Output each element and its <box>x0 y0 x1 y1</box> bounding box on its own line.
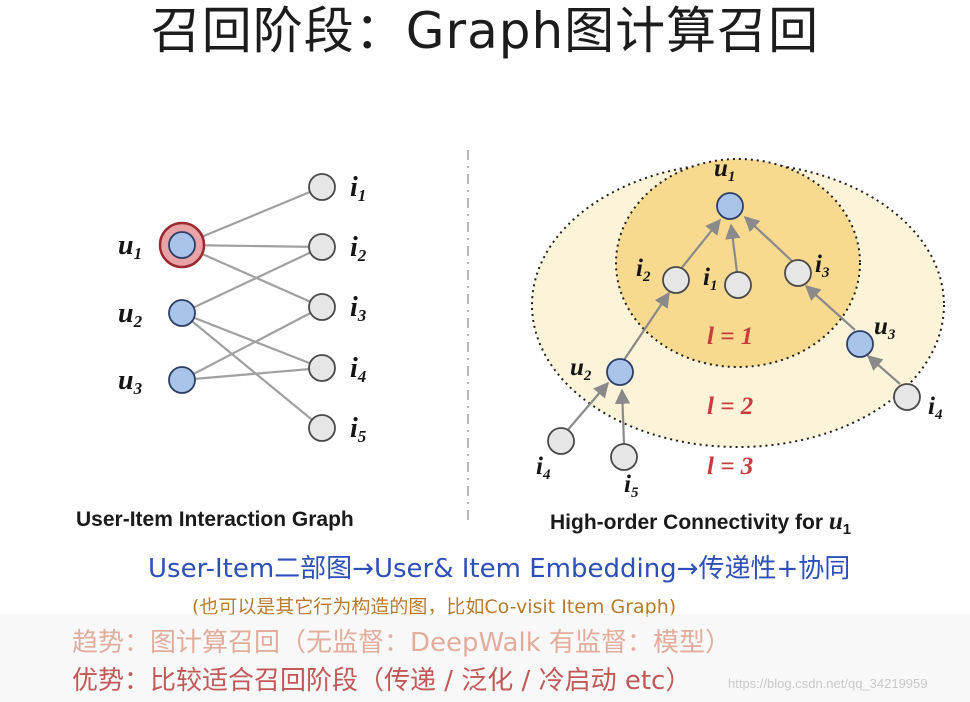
inner-region-l1 <box>615 158 861 368</box>
item-label-i5: i5 <box>350 413 367 446</box>
node-label-u2: u2 <box>570 354 592 384</box>
node-i4b <box>893 383 921 411</box>
trend-line: 趋势：图计算召回（无监督：DeepWalk 有监督：模型） <box>72 628 732 658</box>
high-order-graph: u1 i2 i1 i3 u2 u3 i4 i5 i4 l = 1 l = 2 l… <box>531 155 945 501</box>
node-label-i3: i3 <box>815 251 830 281</box>
user-node-u3 <box>168 366 196 394</box>
bipartite-graph: u1 u2 u3 i1 i2 i3 i4 i5 <box>118 172 367 446</box>
user-label-u3: u3 <box>118 365 143 398</box>
node-label-i5: i5 <box>624 471 639 501</box>
node-label-u1: u1 <box>714 155 735 185</box>
right-caption-text: High-order Connectivity for <box>550 511 829 534</box>
arrow-i1-u1 <box>725 223 741 273</box>
node-i2 <box>662 266 690 294</box>
arrow-u3-i3 <box>804 284 856 331</box>
item-label-i2: i2 <box>350 232 367 265</box>
node-u3 <box>846 330 874 358</box>
item-node-i5 <box>308 414 336 442</box>
arrow-i3-u1 <box>743 215 794 263</box>
right-caption-sub: 1 <box>842 521 852 539</box>
item-label-i4: i4 <box>350 353 366 386</box>
left-caption: User-Item Interaction Graph <box>76 508 354 531</box>
node-label-i4b: i4 <box>928 393 943 423</box>
arrow-i4-u2 <box>565 381 610 433</box>
note-line: (也可以是其它行为构造的图，比如Co-visit Item Graph) <box>192 596 677 618</box>
user-label-u1: u1 <box>118 230 142 263</box>
edge-u2-i4 <box>181 311 323 370</box>
user-node-u1 <box>168 231 196 259</box>
node-u2 <box>606 358 634 386</box>
layer-label-l3: l = 3 <box>707 453 753 480</box>
arrow-i4-u3 <box>866 354 901 385</box>
edge-u3-i3 <box>181 306 323 381</box>
connectivity-edges <box>565 215 901 445</box>
edge-u1-i3 <box>181 243 323 309</box>
node-i4a <box>547 427 575 455</box>
node-u1 <box>716 192 744 220</box>
edge-u1-i1 <box>181 185 323 247</box>
advantage-line: 优势：比较适合召回阶段（传递 / 泛化 / 冷启动 etc） <box>72 666 692 696</box>
right-caption-var: u <box>828 508 843 535</box>
watermark: https://blog.csdn.net/qq_34219959 <box>728 676 928 691</box>
layer-label-l1: l = 1 <box>707 323 753 350</box>
node-i1 <box>724 271 752 299</box>
item-node-i2 <box>308 233 336 261</box>
item-label-i3: i3 <box>350 292 367 325</box>
arrow-i5-u2 <box>614 388 631 445</box>
edge-u3-i4 <box>181 366 323 382</box>
user-label-u2: u2 <box>118 298 143 331</box>
page-title: 召回阶段：Graph图计算召回 <box>150 2 820 60</box>
arrow-i2-u1 <box>679 218 721 271</box>
edge-u2-i2 <box>181 246 323 314</box>
bottom-fade <box>0 614 970 702</box>
item-label-i1: i1 <box>350 172 366 205</box>
edge-u2-i5 <box>181 312 323 429</box>
right-caption: High-order Connectivity for u1 <box>550 508 851 538</box>
item-node-i3 <box>308 293 336 321</box>
pipeline-line: User-Item二部图→User& Item Embedding→传递性+协同 <box>148 554 851 584</box>
item-node-i1 <box>308 173 336 201</box>
edge-u1-i2 <box>181 243 323 249</box>
node-label-i1: i1 <box>703 264 717 294</box>
node-label-i4a: i4 <box>536 453 551 483</box>
node-i5 <box>610 443 638 471</box>
arrow-u2-i2 <box>623 291 670 361</box>
node-i3 <box>784 259 812 287</box>
layer-label-l2: l = 2 <box>707 393 753 420</box>
node-label-u3: u3 <box>874 313 896 343</box>
item-node-i4 <box>308 354 336 382</box>
node-label-i2: i2 <box>636 255 651 285</box>
user-node-u2 <box>168 299 196 327</box>
bipartite-edges <box>181 185 323 429</box>
